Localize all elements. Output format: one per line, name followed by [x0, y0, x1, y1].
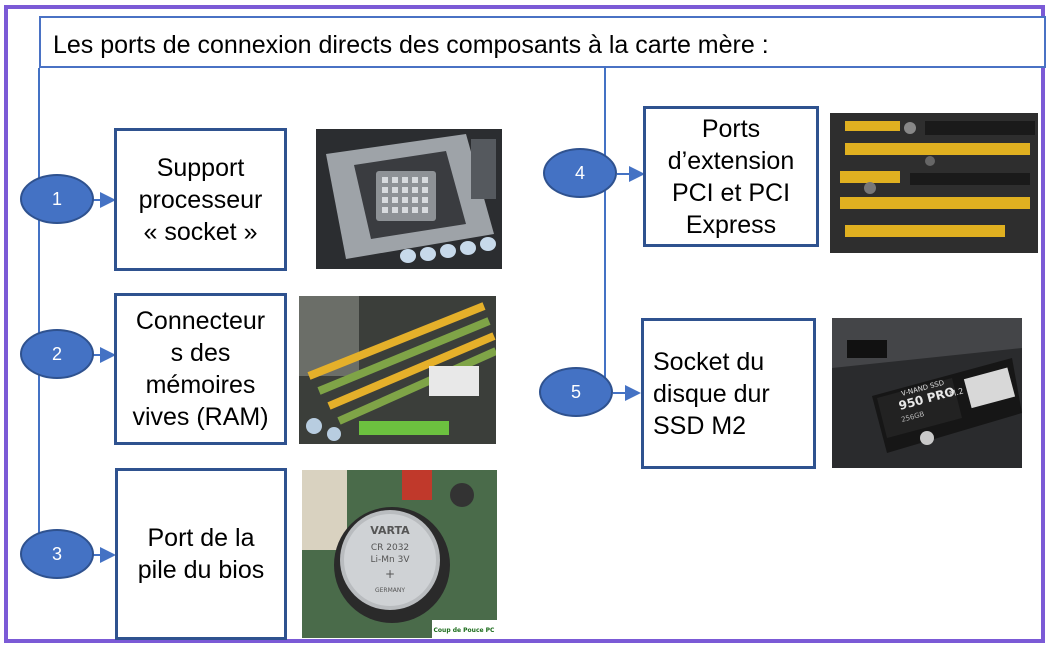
- cpu-socket-photo: [316, 129, 502, 269]
- ram-line-4: vives (RAM): [132, 403, 269, 431]
- bios-battery-photo: VARTA CR 2032 Li-Mn 3V + GERMANY Coup de…: [302, 470, 497, 638]
- pci-line-4: Express: [685, 210, 777, 239]
- step-4-circle: 4: [543, 148, 617, 198]
- pci-line-1: Ports: [701, 114, 761, 143]
- pci-slots-photo: [830, 113, 1038, 253]
- step-5-circle: 5: [539, 367, 613, 417]
- battery-voltage-text: Li-Mn 3V: [371, 555, 411, 565]
- battery-plus-text: +: [385, 567, 395, 581]
- ram-slots-photo: [299, 296, 496, 444]
- pci-line-3: PCI et PCI: [671, 178, 791, 207]
- cpu-socket-label: Support processeur « socket »: [114, 128, 287, 271]
- bios-line-2: pile du bios: [137, 556, 265, 584]
- cpu-socket-line-3: « socket »: [143, 217, 258, 246]
- bios-battery-label: Port de la pile du bios: [115, 468, 287, 640]
- battery-country-text: GERMANY: [375, 587, 405, 594]
- m2-ssd-photo: V-NAND SSD 950 PRO M.2 256GB: [832, 318, 1022, 468]
- ssd-line-1: Socket du: [653, 347, 765, 376]
- cpu-socket-line-1: Support: [156, 153, 245, 182]
- battery-brand-text: VARTA: [370, 524, 410, 537]
- page-title: Les ports de connexion directs des compo…: [39, 16, 1046, 68]
- ram-slots-label: Connecteur s des mémoires vives (RAM): [114, 293, 287, 445]
- step-3-circle: 3: [20, 529, 94, 579]
- cpu-socket-line-2: processeur: [138, 185, 263, 214]
- ram-line-2: s des: [170, 339, 231, 367]
- ram-line-1: Connecteur: [135, 307, 266, 335]
- ssd-formfactor-text: M.2: [948, 386, 964, 398]
- bios-line-1: Port de la: [147, 524, 255, 552]
- battery-model-text: CR 2032: [371, 543, 409, 553]
- ram-line-3: mémoires: [145, 371, 256, 399]
- pci-line-2: d’extension: [667, 146, 795, 175]
- step-1-circle: 1: [20, 174, 94, 224]
- watermark-text: Coup de Pouce PC: [434, 627, 496, 634]
- ssd-line-3: SSD M2: [653, 411, 747, 440]
- step-2-circle: 2: [20, 329, 94, 379]
- ssd-line-2: disque dur: [653, 379, 770, 408]
